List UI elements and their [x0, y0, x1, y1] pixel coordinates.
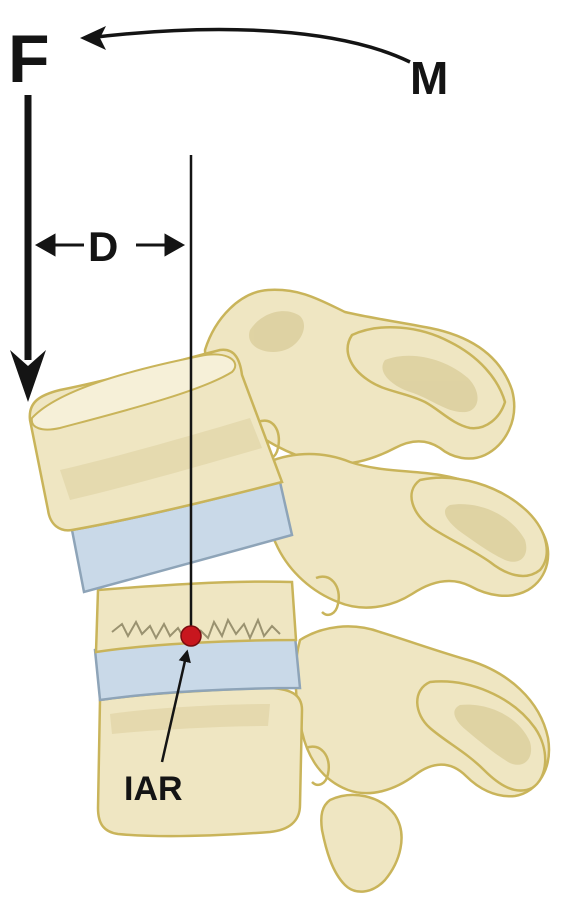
moment-label: M — [410, 52, 448, 104]
iar-label: IAR — [124, 770, 183, 808]
bottom-process — [321, 795, 401, 892]
force-arrow — [10, 95, 46, 402]
force-label: F — [8, 21, 50, 97]
distance-label: D — [88, 223, 118, 270]
iar-point — [181, 626, 201, 646]
lower-vertebral-body — [98, 688, 302, 836]
moment-arrow — [80, 26, 410, 62]
